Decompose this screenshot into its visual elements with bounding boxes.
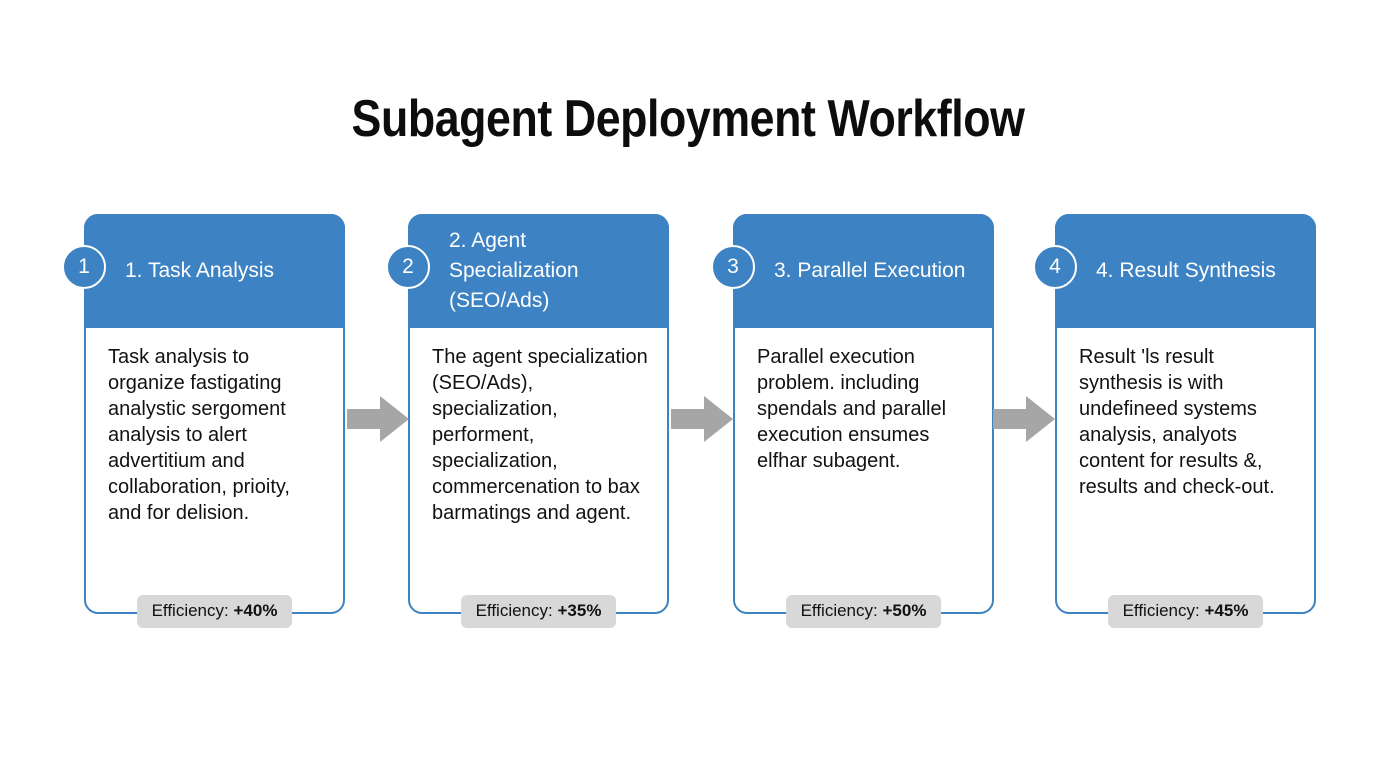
efficiency-value-2: +35%	[557, 601, 602, 620]
step-number-badge-1: 1	[62, 245, 106, 289]
efficiency-value-1: +40%	[233, 601, 278, 620]
efficiency-label-1: Efficiency:	[151, 601, 229, 620]
step-number-badge-3: 3	[711, 245, 755, 289]
workflow-step-card-2[interactable]: 2 2. Agent Specialization (SEO/Ads) The …	[386, 214, 669, 628]
step-number-badge-4: 4	[1033, 245, 1077, 289]
step-card-header-2: 2 2. Agent Specialization (SEO/Ads)	[386, 214, 669, 328]
efficiency-value-3: +50%	[882, 601, 927, 620]
efficiency-label-2: Efficiency:	[475, 601, 553, 620]
arrow-right-icon	[993, 396, 1055, 442]
workflow-step-card-1[interactable]: 1 1. Task Analysis Task analysis to orga…	[62, 214, 345, 628]
step-card-header-3: 3 3. Parallel Execution	[711, 214, 994, 328]
step-title-3: 3. Parallel Execution	[774, 259, 966, 282]
efficiency-badge-2: Efficiency: +35%	[460, 595, 617, 628]
efficiency-label-4: Efficiency:	[1122, 601, 1200, 620]
arrow-right-icon	[671, 396, 733, 442]
step-card-header-4: 4 4. Result Synthesis	[1033, 214, 1316, 328]
step-description-3: Parallel execution problem. including sp…	[757, 346, 947, 472]
arrow-right-icon	[347, 396, 409, 442]
efficiency-value-4: +45%	[1204, 601, 1249, 620]
efficiency-badge-3: Efficiency: +50%	[785, 595, 942, 628]
step-number-badge-2: 2	[386, 245, 430, 289]
page-title: Subagent Deployment Workflow	[351, 89, 1025, 148]
step-description-4: Result 'ls result synthesis is with unde…	[1079, 346, 1275, 498]
efficiency-badge-1: Efficiency: +40%	[136, 595, 293, 628]
step-title-4: 4. Result Synthesis	[1096, 259, 1276, 282]
workflow-step-card-4[interactable]: 4 4. Result Synthesis Result 'ls result …	[1033, 214, 1316, 628]
workflow-diagram: 1 1. Task Analysis Task analysis to orga…	[62, 214, 1316, 628]
step-description-1: Task analysis to organize fastigating an…	[108, 346, 290, 524]
efficiency-badge-4: Efficiency: +45%	[1107, 595, 1264, 628]
step-card-header-1: 1 1. Task Analysis	[62, 214, 345, 328]
step-title-2: 2. Agent Specialization (SEO/Ads)	[449, 229, 579, 312]
step-description-2: The agent specialization (SEO/Ads), spec…	[432, 346, 648, 524]
efficiency-label-3: Efficiency:	[800, 601, 878, 620]
step-title-1: 1. Task Analysis	[125, 259, 275, 282]
workflow-step-card-3[interactable]: 3 3. Parallel Execution Parallel executi…	[711, 214, 994, 628]
